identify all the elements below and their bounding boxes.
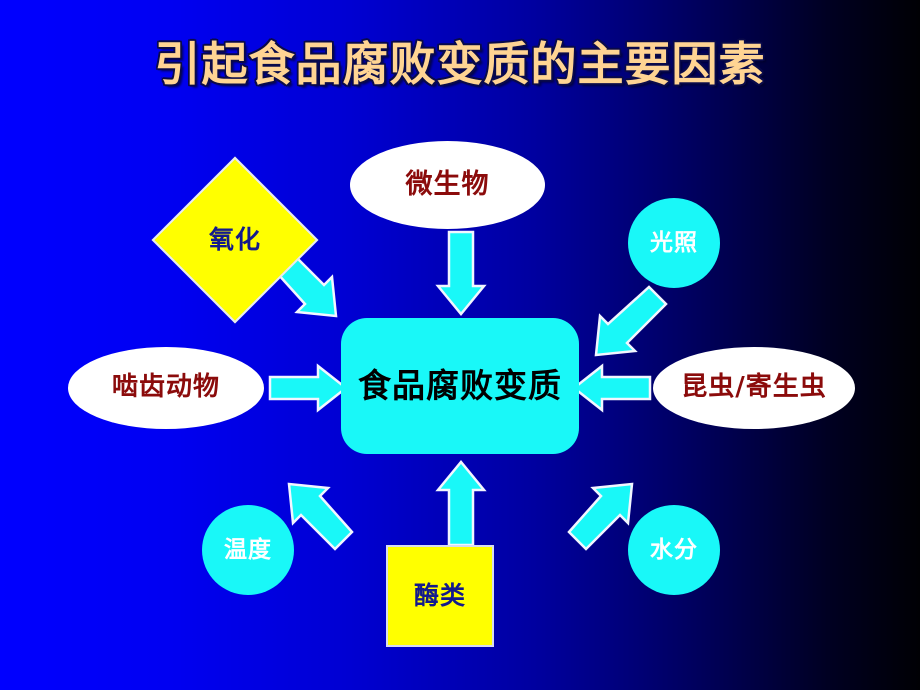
factor-label-microorganism: 微生物	[405, 168, 490, 200]
factor-label-light: 光照	[650, 228, 698, 256]
factor-node-enzymes[interactable]: 酶类	[386, 545, 494, 647]
arrow-enzymes-to-center	[435, 460, 487, 547]
factor-node-temperature[interactable]: 温度	[202, 505, 294, 595]
arrow-microorganism-to-center	[435, 230, 487, 316]
center-node-label: 食品腐败变质	[358, 365, 562, 405]
arrow-moisture-to-center	[567, 482, 634, 551]
factor-label-insects-parasites: 昆虫/寄生虫	[681, 372, 827, 403]
factor-node-rodents[interactable]: 啮齿动物	[68, 347, 264, 429]
factor-node-light[interactable]: 光照	[628, 198, 720, 288]
factor-label-enzymes: 酶类	[413, 580, 466, 610]
factor-node-oxidation[interactable]: 氧化	[151, 156, 319, 324]
page-title: 引起食品腐败变质的主要因素	[154, 37, 766, 91]
factor-node-moisture[interactable]: 水分	[628, 505, 720, 595]
factor-label-moisture: 水分	[650, 535, 698, 563]
factor-node-microorganism[interactable]: 微生物	[350, 141, 545, 229]
center-node-food-spoilage[interactable]: 食品腐败变质	[341, 318, 579, 454]
factor-label-temperature: 温度	[224, 535, 272, 563]
arrow-light-to-center	[594, 285, 668, 357]
arrow-temperature-to-center	[287, 482, 354, 551]
factor-label-rodents: 啮齿动物	[111, 372, 220, 403]
arrow-rodents-to-center	[268, 363, 349, 413]
factor-node-insects-parasites[interactable]: 昆虫/寄生虫	[653, 347, 855, 429]
factor-label-oxidation: 氧化	[208, 224, 261, 254]
arrow-insects-to-center	[571, 363, 652, 413]
